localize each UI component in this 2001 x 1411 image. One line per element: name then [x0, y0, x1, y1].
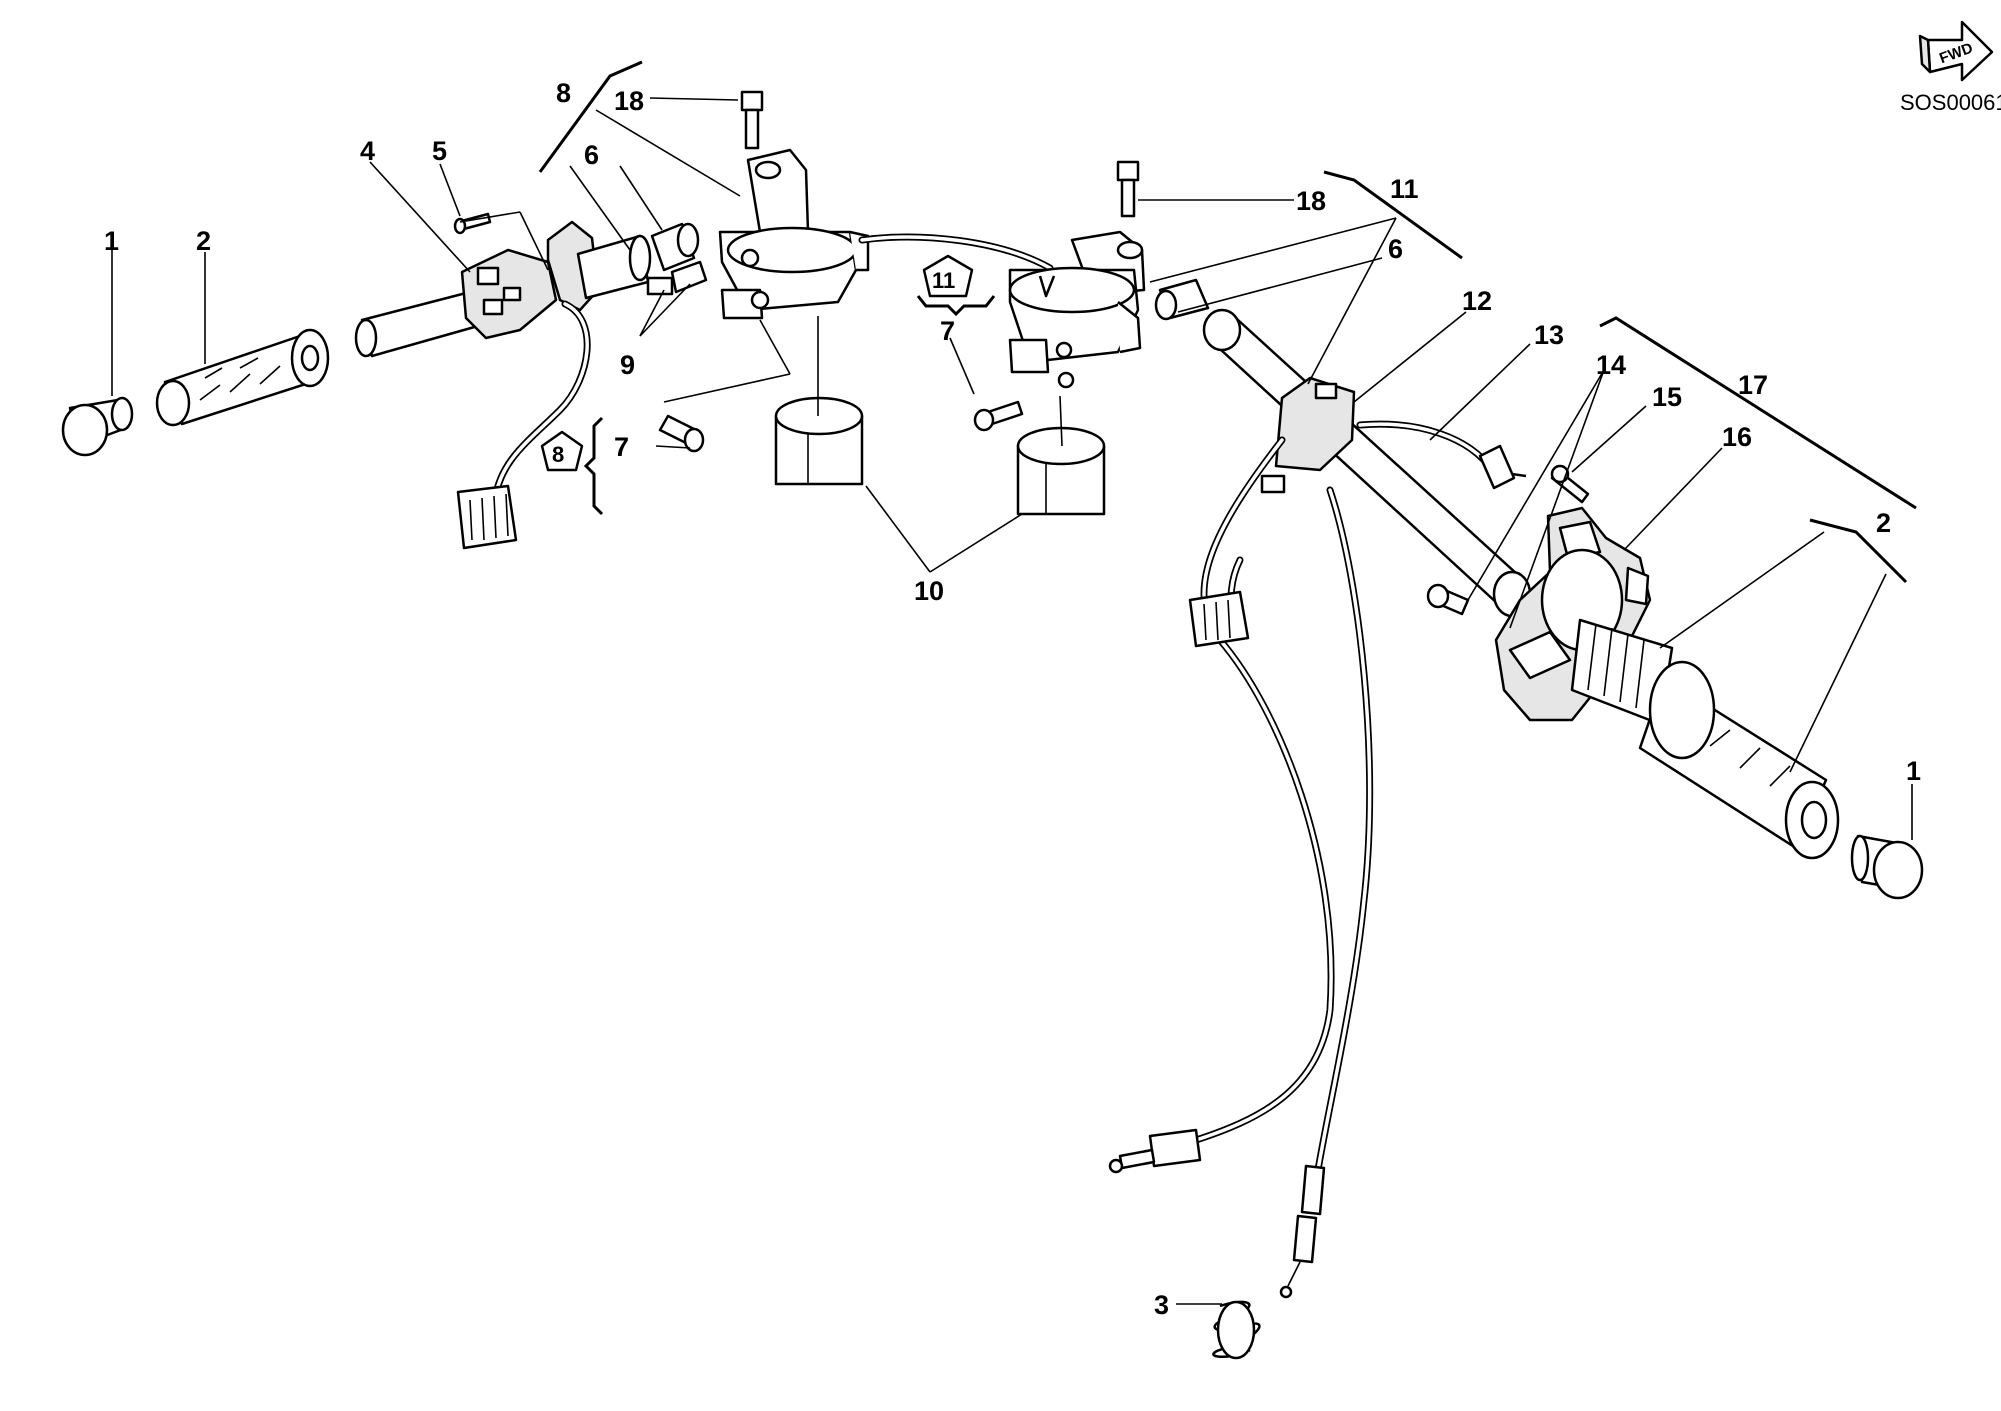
callout-15: 15 — [1652, 382, 1682, 412]
bushing-right — [1154, 278, 1210, 321]
callout-16: 16 — [1722, 422, 1752, 452]
bolt-7-left — [658, 414, 705, 453]
right-switch-block — [1260, 376, 1356, 494]
callout-9: 9 — [620, 350, 635, 380]
callout-17: 17 — [1738, 370, 1768, 400]
throttle-cable-13 — [1356, 420, 1527, 490]
pentagon-label-11: 11 — [932, 268, 955, 293]
drawing-code: SOS00061 — [1900, 90, 2001, 115]
callout-10: 10 — [914, 576, 944, 606]
cable-end-right — [1279, 1164, 1326, 1299]
left-wiring-harness — [456, 300, 591, 550]
callout-1-right: 1 — [1906, 756, 1921, 786]
bar-end-cap-right — [1850, 834, 1924, 900]
callout-6-left: 6 — [584, 140, 599, 170]
callout-7-left: 7 — [614, 432, 629, 462]
bolt-18-right — [1116, 160, 1140, 218]
bushing-left — [650, 222, 700, 272]
callout-6-right: 6 — [1388, 234, 1403, 264]
grip-right — [1570, 618, 1840, 860]
connector-mid — [1188, 590, 1250, 648]
callout-13: 13 — [1534, 320, 1564, 350]
clutch-lever-pivot — [546, 220, 708, 312]
callout-8-top: 8 — [556, 78, 571, 108]
spacer-right — [1016, 426, 1106, 516]
pentagon-symbol-8: 8 — [540, 430, 584, 472]
spacer-left — [774, 396, 864, 486]
callout-3: 3 — [1154, 1290, 1169, 1320]
grip-left — [155, 328, 330, 427]
clamp-right — [1008, 230, 1146, 389]
bolt-18-left — [740, 90, 764, 150]
lower-cables — [1186, 436, 1374, 1174]
callout-18-right: 18 — [1296, 186, 1326, 216]
callout-1-left: 1 — [104, 226, 119, 256]
screw-5 — [453, 212, 492, 235]
group-brackets — [538, 60, 1917, 584]
pentagon-label-8: 8 — [552, 442, 564, 467]
callout-14: 14 — [1596, 350, 1626, 380]
spring-3 — [1212, 1300, 1261, 1360]
clamp-left — [718, 148, 870, 320]
leader-lines — [111, 97, 1913, 1305]
callout-18-left: 18 — [614, 86, 644, 116]
callout-2-left: 2 — [196, 226, 211, 256]
handlebar-left-tube — [354, 290, 480, 358]
left-switch-housing — [460, 248, 558, 340]
callout-5: 5 — [432, 136, 447, 166]
callout-2-right: 2 — [1876, 508, 1891, 538]
fwd-arrow-icon: FWD — [1918, 20, 1994, 82]
bolt-14 — [1426, 583, 1470, 616]
callout-7-mid: 7 — [940, 316, 955, 346]
cable-end-left — [1108, 1128, 1202, 1174]
handlebar-right-tube — [1202, 308, 1532, 618]
callout-11-top: 11 — [1390, 174, 1419, 204]
bolt-7-mid — [973, 400, 1024, 432]
callout-12: 12 — [1462, 286, 1492, 316]
bar-end-cap-left — [61, 396, 134, 457]
pentagon-symbol-11: 11 — [922, 254, 974, 298]
callout-4: 4 — [360, 136, 375, 166]
